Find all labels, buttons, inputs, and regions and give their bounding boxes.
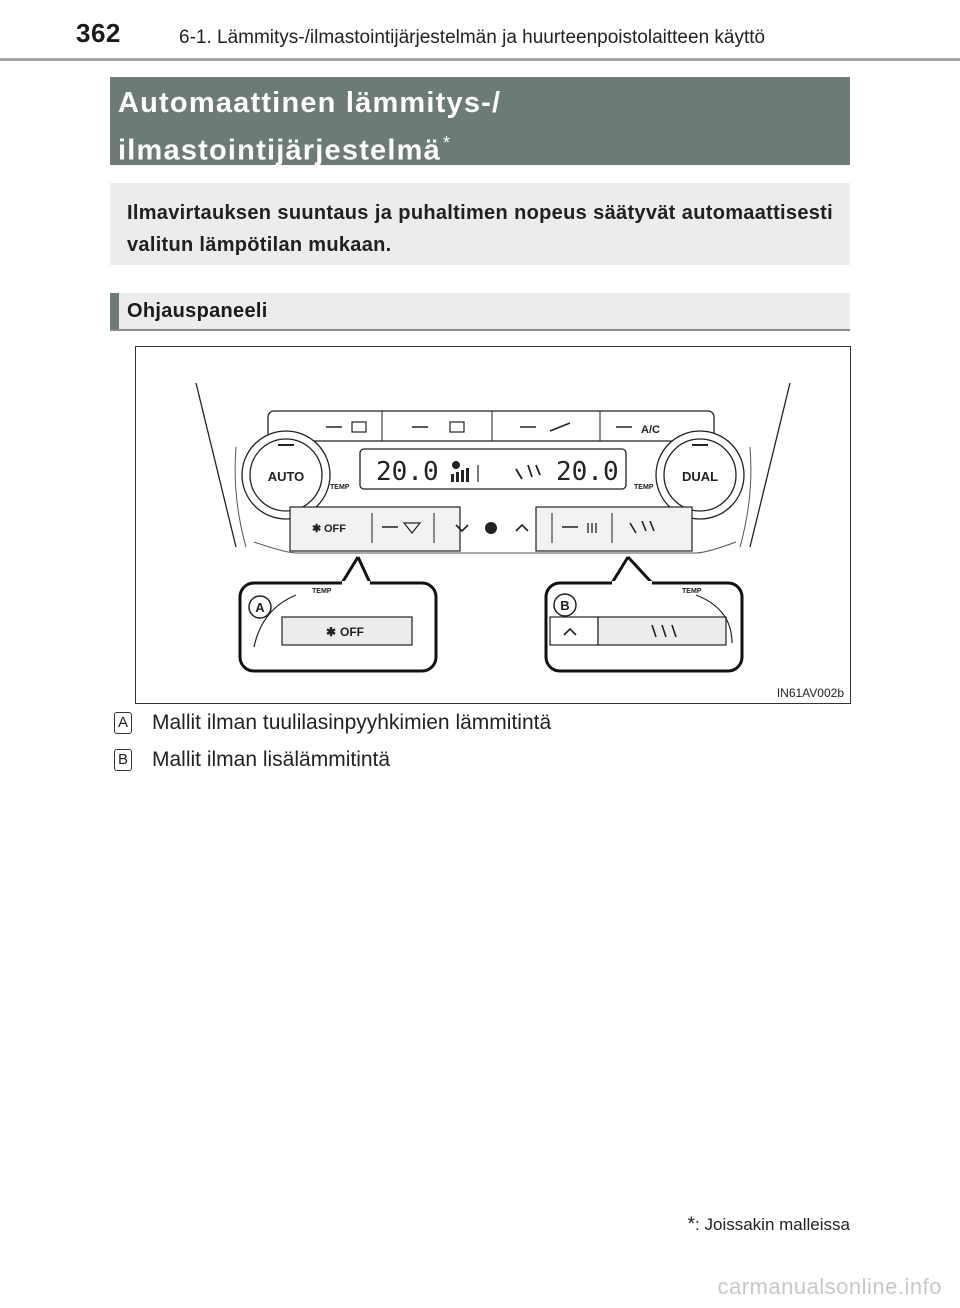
svg-text:OFF: OFF bbox=[340, 625, 364, 639]
intro-text: Ilmavirtauksen suuntaus ja puhaltimen no… bbox=[127, 202, 833, 256]
page-title-line1: Automaattinen lämmitys-/ bbox=[118, 87, 502, 119]
asterisk-mark: * bbox=[442, 133, 452, 153]
left-temperature-display: 20.0 bbox=[376, 457, 439, 487]
footnote-asterisk: * bbox=[687, 1214, 696, 1235]
section-header: Ohjauspaneeli bbox=[110, 293, 850, 331]
watermark[interactable]: carmanualsonline.info bbox=[717, 1274, 942, 1299]
off-button-label: OFF bbox=[324, 523, 346, 535]
section-accent bbox=[110, 293, 119, 329]
auto-button-label: AUTO bbox=[268, 469, 305, 484]
svg-text:TEMP: TEMP bbox=[312, 588, 332, 595]
svg-text:TEMP: TEMP bbox=[682, 588, 702, 595]
footnote-text: : Joissakin malleissa bbox=[695, 1215, 850, 1234]
intro-box: Ilmavirtauksen suuntaus ja puhaltimen no… bbox=[110, 183, 850, 265]
control-panel-figure: A/C AUTO DUAL TEMP TEMP 20.0 20.0 ✱ OFF bbox=[135, 346, 851, 704]
svg-text:TEMP: TEMP bbox=[634, 484, 654, 491]
running-header: 6-1. Lämmitys-/ilmastointijärjestelmän j… bbox=[179, 27, 766, 48]
page-number: 362 bbox=[76, 18, 121, 48]
control-panel-illustration: A/C AUTO DUAL TEMP TEMP 20.0 20.0 ✱ OFF bbox=[195, 382, 791, 673]
svg-text:✱: ✱ bbox=[312, 523, 321, 535]
legend-item-a: A Mallit ilman tuulilasinpyyhkimien lämmi… bbox=[114, 711, 551, 735]
page-title: Automaattinen lämmitys-/ ilmastointijärj… bbox=[118, 83, 501, 171]
legend-badge-b: B bbox=[114, 749, 132, 771]
ac-label: A/C bbox=[641, 424, 660, 436]
callout-a-badge: A bbox=[255, 600, 265, 615]
dual-button-label: DUAL bbox=[682, 469, 718, 484]
legend-text-a: Mallit ilman tuulilasinpyyhkimien lämmit… bbox=[152, 711, 552, 734]
section-label: Ohjauspaneeli bbox=[127, 300, 268, 322]
legend-badge-a: A bbox=[114, 712, 132, 734]
callout-b-badge: B bbox=[560, 598, 569, 613]
footnote: *: Joissakin malleissa bbox=[688, 1214, 850, 1236]
figure-code: IN61AV002b bbox=[776, 686, 844, 700]
right-temperature-display: 20.0 bbox=[556, 457, 619, 487]
legend-item-b: B Mallit ilman lisälämmitintä bbox=[114, 748, 390, 772]
header-rule bbox=[0, 58, 960, 61]
title-band: Automaattinen lämmitys-/ ilmastointijärj… bbox=[110, 77, 850, 167]
page-title-line2: ilmastointijärjestelmä bbox=[118, 134, 441, 167]
svg-text:TEMP: TEMP bbox=[330, 484, 350, 491]
legend-text-b: Mallit ilman lisälämmitintä bbox=[152, 748, 391, 771]
svg-text:✱: ✱ bbox=[326, 625, 336, 639]
